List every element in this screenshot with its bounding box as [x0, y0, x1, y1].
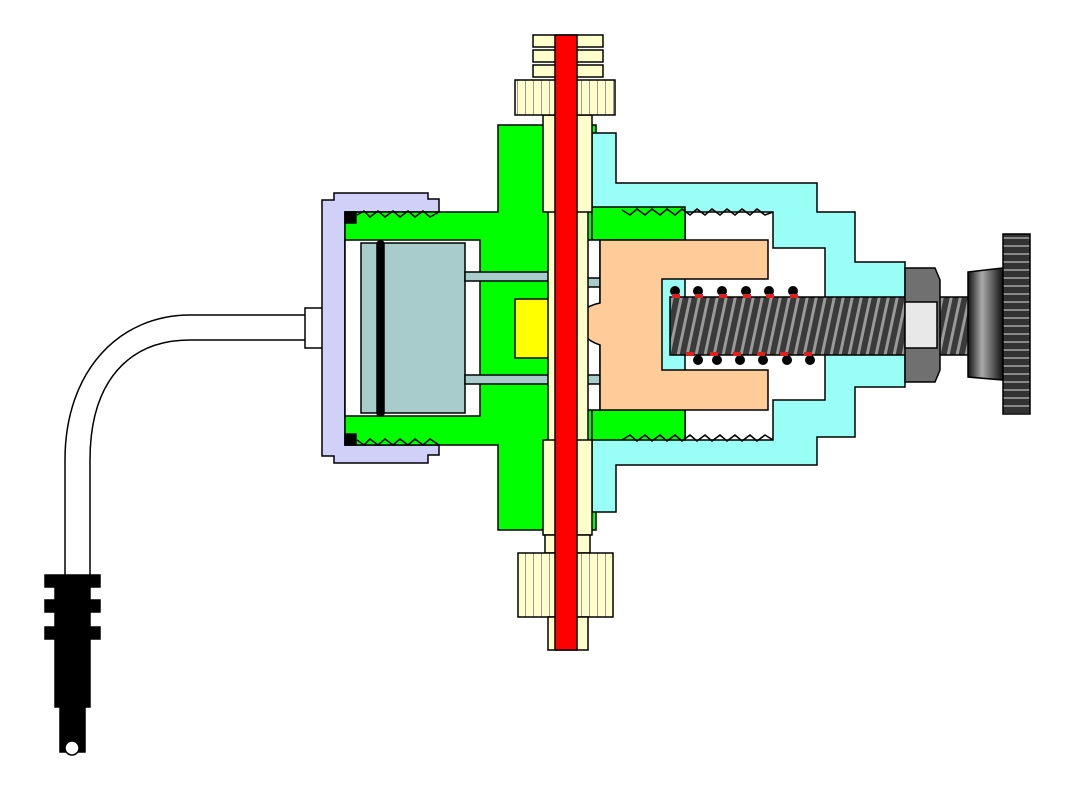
lock-nut — [904, 267, 941, 383]
thread-left-bottom — [356, 438, 440, 446]
end-cap — [321, 192, 440, 464]
thread-left-top — [356, 210, 440, 218]
seal-bottom — [344, 433, 357, 446]
piston-rod-bottom — [464, 374, 551, 385]
seal-top — [344, 211, 357, 224]
cable-connector — [44, 574, 101, 756]
body-green-inner-bottom — [591, 409, 686, 441]
adjusting-knob[interactable] — [967, 233, 1031, 415]
thread-right-bottom — [621, 434, 774, 442]
thread-right-top — [621, 208, 774, 216]
piston-rod-top — [464, 271, 551, 282]
cable — [64, 304, 346, 575]
diaphragm — [376, 240, 385, 417]
spring — [670, 286, 815, 365]
push-rod — [554, 34, 578, 651]
insert — [514, 298, 551, 359]
